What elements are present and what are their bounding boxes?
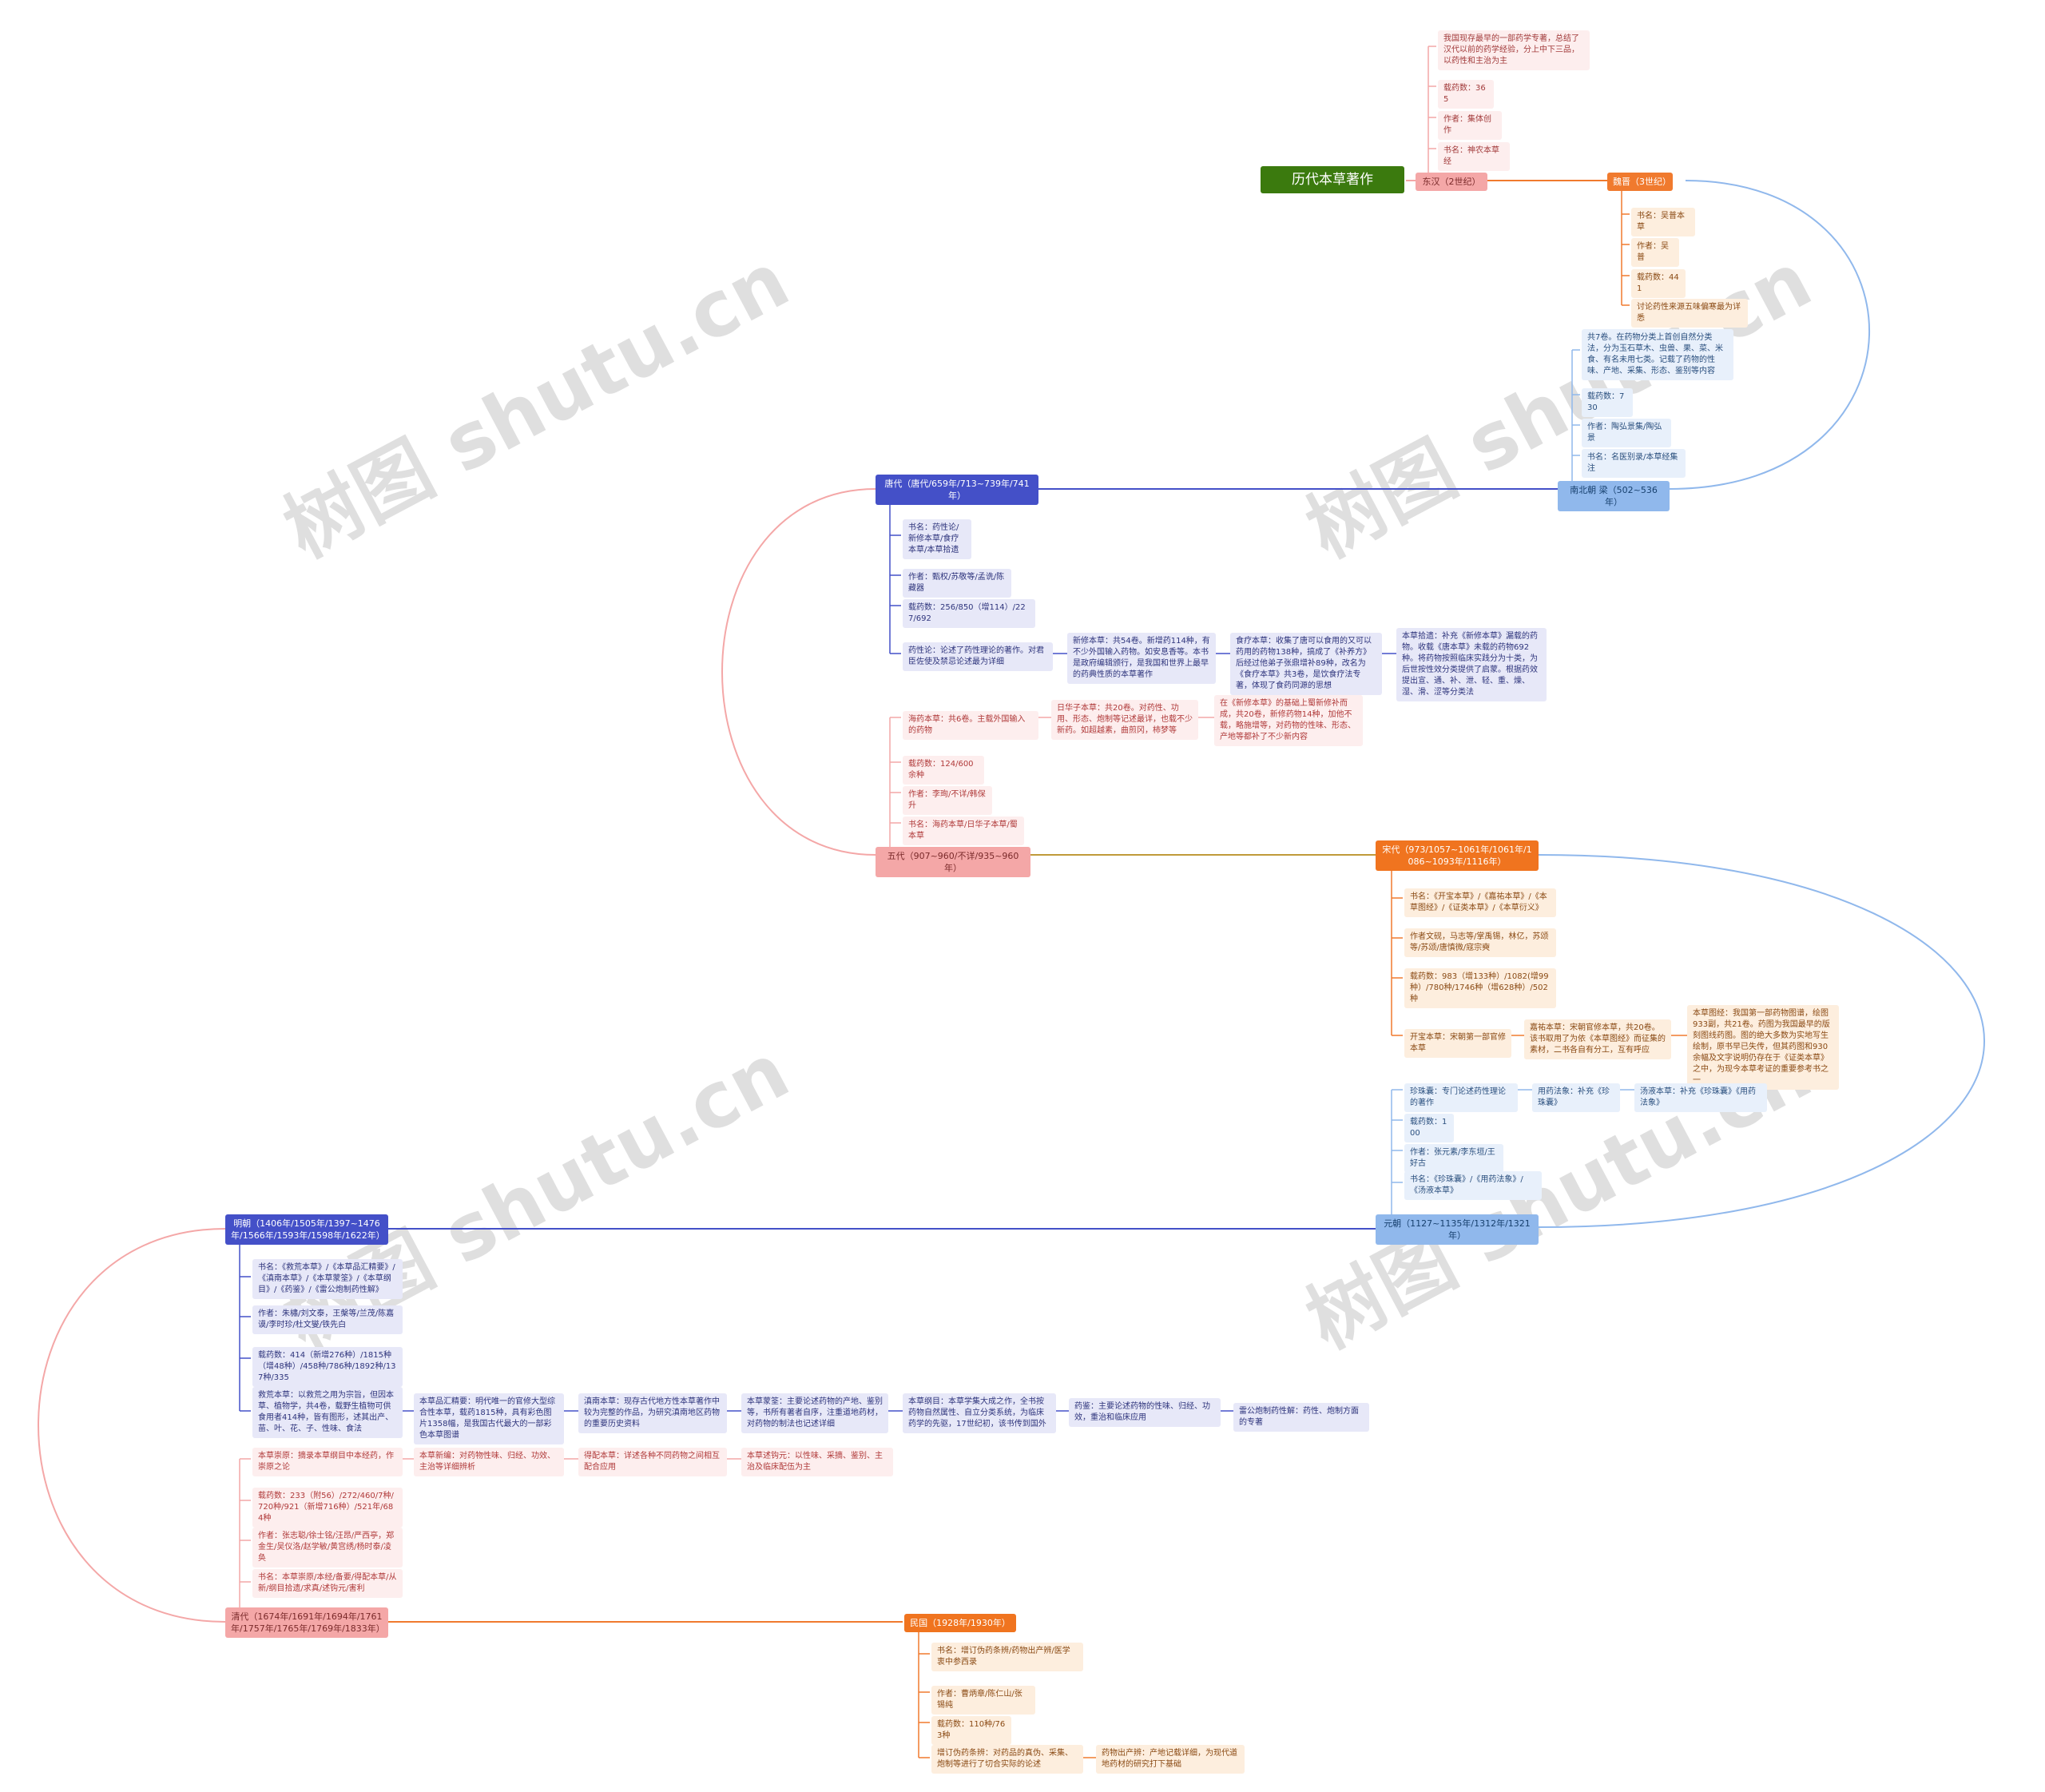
- minguo-item[interactable]: 书名：增订伪药条辨/药物出产辨/医学衷中参西录: [931, 1643, 1083, 1671]
- minguo-chain-item[interactable]: 增订伪药条辨：对药品的真伪、采集、炮制等进行了切合实际的论述: [931, 1745, 1083, 1774]
- minguo-item[interactable]: 载药数：110种/763种: [931, 1716, 1011, 1745]
- ming-chain-item[interactable]: 滇南本草：现存古代地方性本草著作中较为完整的作品，为研究滇南地区药物的重要历史资…: [578, 1393, 727, 1433]
- nanbeichao-item[interactable]: 书名：名医别录/本草经集注: [1582, 449, 1686, 478]
- era-nanbeichao[interactable]: 南北朝 梁（502~536年）: [1558, 481, 1670, 511]
- era-weijin[interactable]: 魏晋（3世纪）: [1607, 173, 1673, 191]
- tang-item[interactable]: 作者：甄权/苏敬等/孟诜/陈藏器: [903, 569, 1011, 598]
- era-qing[interactable]: 清代（1674年/1691年/1694年/1761年/1757年/1765年/1…: [225, 1607, 388, 1638]
- qing-item[interactable]: 载药数：233（附56）/272/460/7种/720种/921（新增716种）…: [252, 1488, 403, 1528]
- song-chain-item[interactable]: 嘉祐本草：宋朝官修本草，共20卷。该书取用了为依《本草图经》而征集的素材，二书各…: [1524, 1019, 1671, 1059]
- weijin-item[interactable]: 作者：吴普: [1631, 238, 1679, 267]
- ming-item[interactable]: 载药数：414（新增276种）/1815种（增48种）/458种/786种/18…: [252, 1347, 403, 1387]
- yuan-item[interactable]: 书名：《珍珠囊》/《用药法象》/《汤液本草》: [1404, 1171, 1542, 1200]
- wudai-item[interactable]: 作者：李珣/不详/韩保升: [903, 786, 992, 815]
- tang-chain-item[interactable]: 新修本草：共54卷。新增药114种，有不少外国输入药物。如安息香等。本书是政府编…: [1067, 633, 1216, 684]
- song-item[interactable]: 书名：《开宝本草》/《嘉祐本草》/《本草图经》/《证类本草》/《本草衍义》: [1404, 888, 1556, 917]
- song-item[interactable]: 载药数：983（增133种）/1082(增99种）/780种/1746种（增62…: [1404, 968, 1556, 1008]
- ming-chain-item[interactable]: 雷公炮制药性解：药性、炮制方面的专著: [1233, 1403, 1369, 1432]
- ming-chain-item[interactable]: 本草品汇精要：明代唯一的官修大型综合性本草，载药1815种，具有彩色图片1358…: [414, 1393, 564, 1444]
- yuan-chain-item[interactable]: 珍珠囊：专门论述药性理论的著作: [1404, 1083, 1518, 1112]
- ming-chain-item[interactable]: 本草纲目：本草学集大成之作，全书按药物自然属性、自立分类系统，为临床药学的先驱，…: [903, 1393, 1056, 1433]
- wudai-item[interactable]: 载药数：124/600余种: [903, 756, 984, 785]
- song-chain-item[interactable]: 本草图经：我国第一部药物图谱，绘图933副，共21卷。药图为我国最早的版刻图线药…: [1687, 1005, 1839, 1090]
- qing-chain-item[interactable]: 得配本草：详述各种不同药物之间相互配合应用: [578, 1448, 727, 1476]
- tang-item[interactable]: 书名：药性论/新修本草/食疗本草/本草拾遗: [903, 519, 971, 559]
- yuan-chain-item[interactable]: 汤液本草：补充《珍珠囊》《用药法象》: [1634, 1083, 1767, 1112]
- era-tang[interactable]: 唐代（唐代/659年/713~739年/741年）: [876, 475, 1038, 505]
- wudai-chain-item[interactable]: 在《新修本草》的基础上蜀新修补而成，共20卷，新修药物14种，加他不载，略施增等…: [1214, 695, 1363, 746]
- minguo-item[interactable]: 作者：曹炳章/陈仁山/张锡纯: [931, 1686, 1035, 1715]
- era-song[interactable]: 宋代（973/1057~1061年/1061年/1086~1093年/1116年…: [1376, 840, 1539, 871]
- song-item[interactable]: 作者文砚，马志等/掌禹锡，林亿，苏颂等/苏颂/唐慎微/寇宗奭: [1404, 928, 1556, 957]
- donghan-item[interactable]: 我国现存最早的一部药学专著，总结了汉代以前的药学经验，分上中下三品，以药性和主治…: [1438, 30, 1590, 70]
- wudai-item[interactable]: 书名：海药本草/日华子本草/蜀本草: [903, 817, 1024, 845]
- ming-chain-item[interactable]: 本草蒙筌：主要论述药物的产地、鉴别等，书所有著者自序，注重道地药材，对药物的制法…: [741, 1393, 888, 1433]
- yuan-item[interactable]: 载药数：100: [1404, 1114, 1454, 1142]
- tang-chain-item[interactable]: 食疗本草：收集了唐可以食用的又可以药用的药物138种，搞成了《补养方》后经过他弟…: [1230, 633, 1382, 695]
- tang-chain-item[interactable]: 药性论：论述了药性理论的著作。对君臣佐使及禁忌论述最为详细: [903, 642, 1053, 671]
- era-ming[interactable]: 明朝（1406年/1505年/1397~1476年/1566年/1593年/15…: [225, 1214, 388, 1245]
- tang-item[interactable]: 载药数：256/850（增114）/227/692: [903, 599, 1035, 628]
- tang-chain-item[interactable]: 本草拾遗：补充《新修本草》漏载的药物。收载《唐本草》未载的药物692种。将药物按…: [1396, 628, 1547, 701]
- ming-item[interactable]: 作者：朱橚/刘文泰，王槃等/兰茂/陈嘉谟/李时珍/杜文燮/铁先白: [252, 1305, 403, 1334]
- nanbeichao-item[interactable]: 载药数：730: [1582, 388, 1633, 417]
- era-wudai[interactable]: 五代（907~960/不详/935~960年）: [876, 847, 1030, 877]
- donghan-item[interactable]: 载药数：365: [1438, 80, 1494, 109]
- wudai-chain-item[interactable]: 海药本草：共6卷。主载外国输入的药物: [903, 711, 1038, 740]
- weijin-item[interactable]: 书名：吴普本草: [1631, 208, 1695, 236]
- era-yuan[interactable]: 元朝（1127~1135年/1312年/1321年）: [1376, 1214, 1539, 1245]
- root-topic[interactable]: 历代本草著作: [1261, 166, 1404, 193]
- donghan-item[interactable]: 作者：集体创作: [1438, 111, 1502, 140]
- ming-chain-item[interactable]: 药鉴：主要论述药物的性味、归经、功效，重治和临床应用: [1069, 1398, 1221, 1427]
- era-donghan[interactable]: 东汉（2世纪）: [1416, 173, 1487, 191]
- era-minguo[interactable]: 民国（1928年/1930年）: [904, 1614, 1016, 1632]
- minguo-chain-item[interactable]: 药物出产辨：产地记载详细，为现代道地药材的研究打下基础: [1096, 1745, 1245, 1774]
- wudai-chain-item[interactable]: 日华子本草：共20卷。对药性、功用、形态、炮制等记述最详，也载不少新药。如超越素…: [1051, 700, 1198, 740]
- ming-item[interactable]: 书名：《救荒本草》/《本草品汇精要》/《滇南本草》/《本草蒙筌》/《本草纲目》/…: [252, 1259, 403, 1299]
- donghan-item[interactable]: 书名：神农本草经: [1438, 142, 1510, 171]
- yuan-item[interactable]: 作者：张元素/李东垣/王好古: [1404, 1144, 1503, 1173]
- song-chain-item[interactable]: 开宝本草：宋朝第一部官修本草: [1404, 1029, 1511, 1058]
- nanbeichao-item[interactable]: 共7卷。在药物分类上首创自然分类法，分为玉石草木、虫兽、果、菜、米食、有名未用七…: [1582, 329, 1733, 380]
- qing-item[interactable]: 书名：本草崇原/本经/备要/得配本草/从新/纲目拾遗/求真/述钩元/害利: [252, 1569, 403, 1598]
- qing-item[interactable]: 作者：张志聪/徐士铭/汪昂/严西亭，郑金生/吴仪洛/赵学敏/黄宫绣/杨时泰/凌奂: [252, 1528, 403, 1568]
- qing-chain-item[interactable]: 本草述钩元：以性味、采摘、鉴别、主治及临床配伍为主: [741, 1448, 893, 1476]
- yuan-chain-item[interactable]: 用药法象：补充《珍珠囊》: [1532, 1083, 1620, 1112]
- weijin-item[interactable]: 讨论药性来源五味偏寒最为详悉: [1631, 299, 1748, 328]
- ming-chain-item[interactable]: 救荒本草：以救荒之用为宗旨，但因本草、植物学，共4卷，载野生植物可供食用者414…: [252, 1387, 403, 1438]
- qing-chain-item[interactable]: 本草新编：对药物性味、归经、功效、主治等详细辨析: [414, 1448, 564, 1476]
- nanbeichao-item[interactable]: 作者：陶弘景集/陶弘景: [1582, 419, 1671, 447]
- weijin-item[interactable]: 载药数：441: [1631, 269, 1686, 298]
- qing-chain-item[interactable]: 本草崇原：摘录本草纲目中本经药，作崇原之论: [252, 1448, 403, 1476]
